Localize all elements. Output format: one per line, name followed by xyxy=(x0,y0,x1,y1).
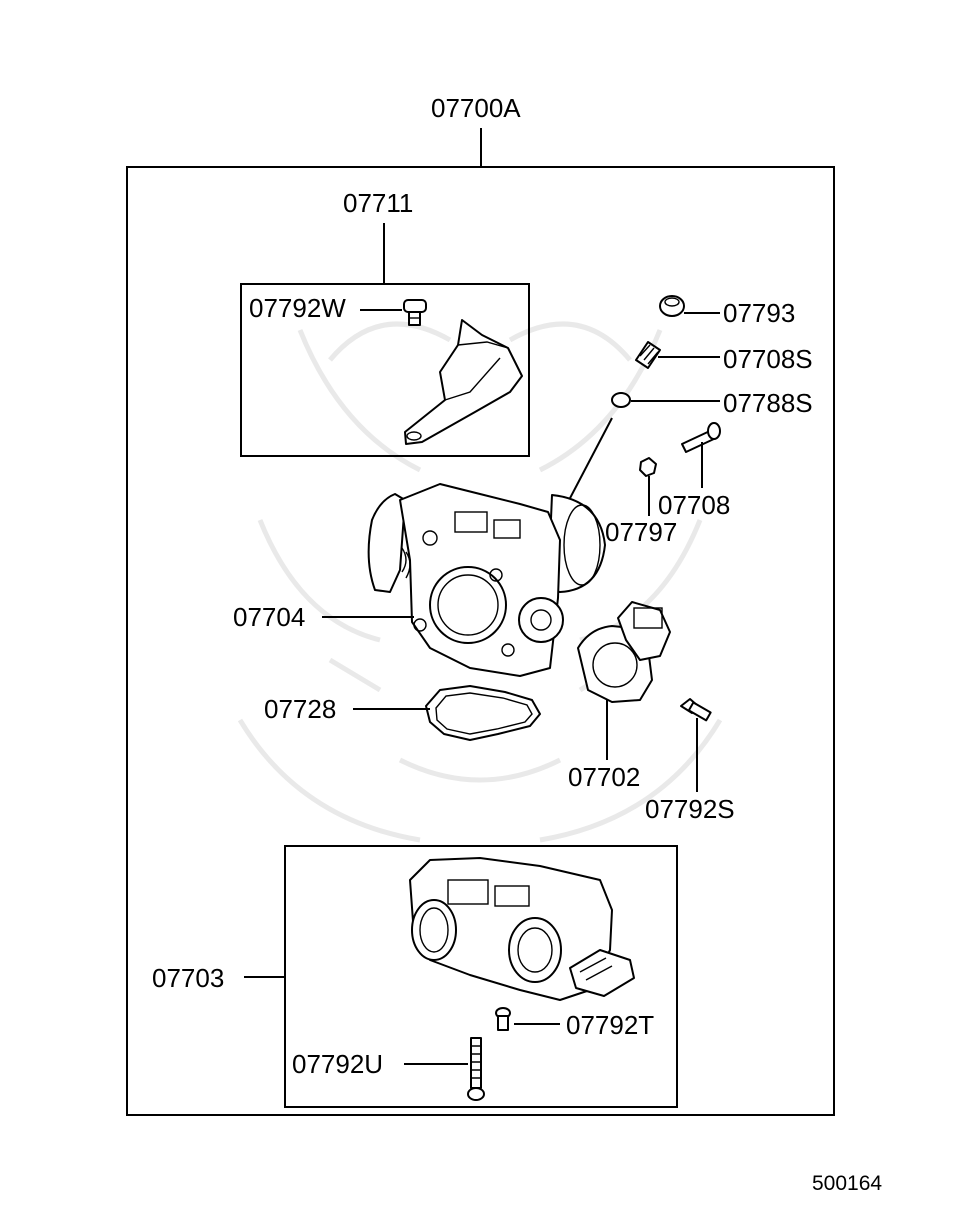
label-07792u: 07792U xyxy=(292,1049,383,1079)
gasket-part xyxy=(425,685,541,741)
label-07792s: 07792S xyxy=(645,794,735,824)
label-07700a: 07700A xyxy=(431,93,521,123)
sub-assembly-body-part xyxy=(409,857,635,1001)
label-07708: 07708 xyxy=(658,490,730,520)
cap-part xyxy=(659,295,685,317)
label-07788s: 07788S xyxy=(723,388,813,418)
bracket-screw-part xyxy=(403,299,427,326)
o-ring-part xyxy=(611,392,631,408)
label-07797: 07797 xyxy=(605,517,677,547)
label-07704: 07704 xyxy=(233,602,305,632)
label-07793: 07793 xyxy=(723,298,795,328)
screw-t-part xyxy=(495,1007,511,1031)
label-07708s: 07708S xyxy=(723,344,813,374)
sensor-part xyxy=(577,601,671,703)
bracket-kit-frame xyxy=(240,283,530,457)
throttle-body-part xyxy=(367,483,606,677)
screw-u-part xyxy=(467,1037,485,1101)
label-07728: 07728 xyxy=(264,694,336,724)
label-07792w: 07792W xyxy=(249,293,346,323)
label-07702: 07702 xyxy=(568,762,640,792)
nut-07797-part xyxy=(639,457,657,477)
label-07703: 07703 xyxy=(152,963,224,993)
assembly-frame xyxy=(126,166,835,1116)
screw-07708-part xyxy=(681,422,721,453)
reference-number: 500164 xyxy=(812,1172,882,1195)
bracket-part xyxy=(404,319,523,445)
label-07711: 07711 xyxy=(343,188,413,218)
adjust-screw-part xyxy=(635,341,661,369)
label-07792t: 07792T xyxy=(566,1010,654,1040)
sensor-screw-part xyxy=(680,698,712,722)
